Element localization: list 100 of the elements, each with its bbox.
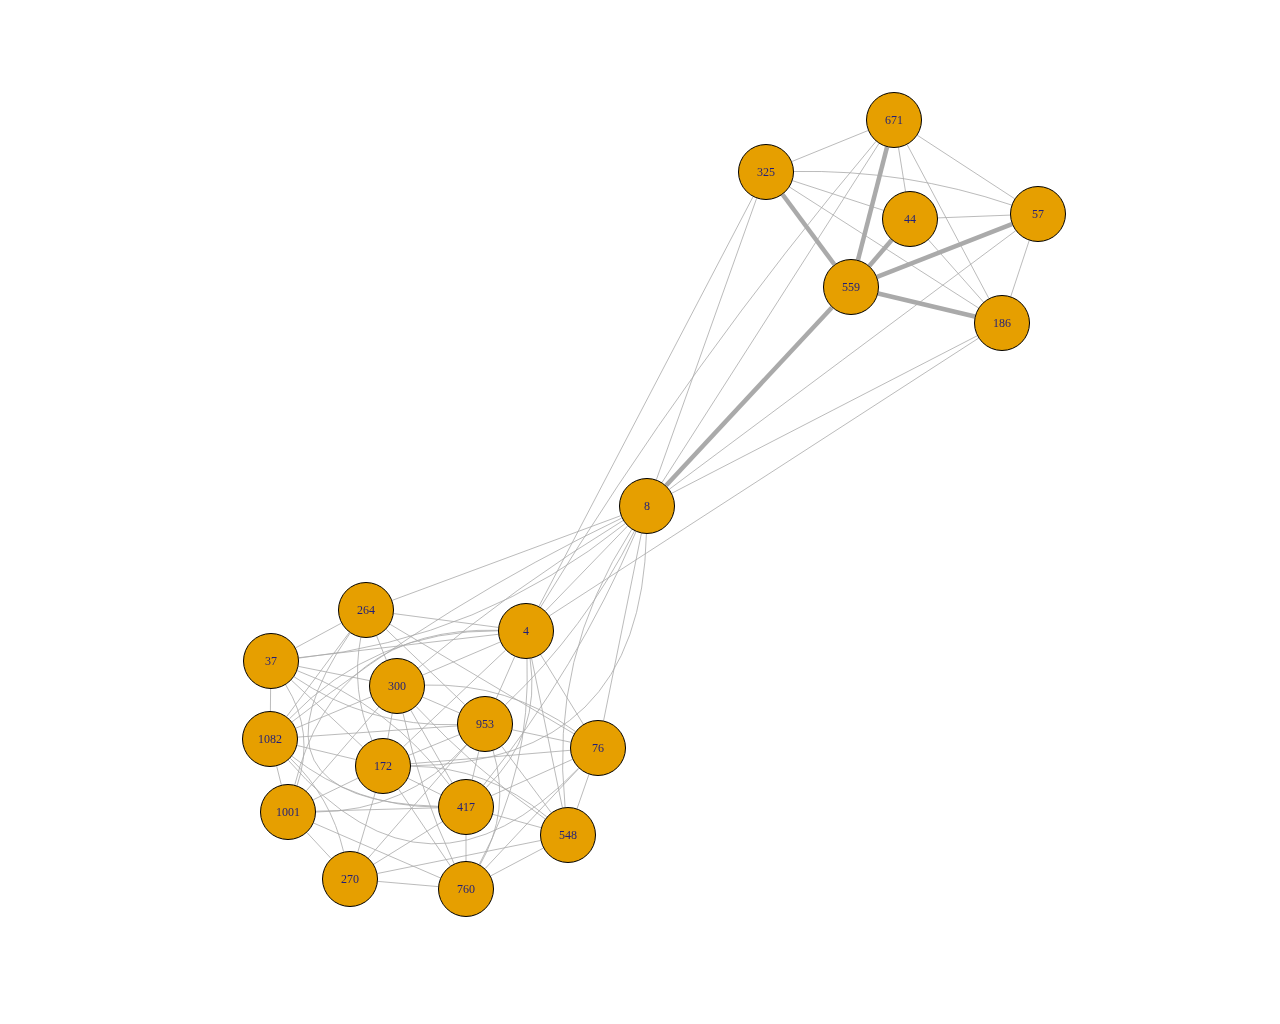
network-node bbox=[438, 779, 494, 835]
edge-line bbox=[791, 130, 869, 162]
edge-line bbox=[492, 814, 542, 828]
network-node bbox=[457, 696, 513, 752]
edge-line bbox=[793, 171, 1012, 206]
edge-line bbox=[877, 291, 976, 319]
edge-line bbox=[286, 632, 350, 717]
network-node bbox=[322, 851, 378, 907]
network-node bbox=[498, 603, 554, 659]
node-label: 953 bbox=[476, 716, 494, 732]
edge-line bbox=[410, 709, 453, 784]
edge-line bbox=[512, 729, 571, 743]
node-label: 186 bbox=[993, 315, 1011, 331]
edge-line bbox=[422, 696, 460, 714]
edge-line bbox=[471, 750, 480, 781]
node-label: 548 bbox=[559, 827, 577, 843]
edge-line bbox=[531, 658, 563, 808]
edge-line bbox=[479, 750, 501, 866]
edge-line bbox=[603, 533, 642, 721]
edge-line bbox=[483, 531, 637, 786]
node-label: 1082 bbox=[258, 731, 282, 747]
network-node bbox=[974, 295, 1030, 351]
node-label: 57 bbox=[1032, 206, 1044, 222]
network-node bbox=[738, 144, 794, 200]
edge-line bbox=[291, 755, 439, 808]
edge-line bbox=[669, 230, 1016, 490]
edge-line bbox=[403, 649, 506, 748]
node-label: 671 bbox=[885, 112, 903, 128]
edge-line bbox=[855, 146, 890, 261]
edge-line bbox=[495, 656, 516, 699]
edge-line bbox=[294, 629, 499, 786]
network-node bbox=[570, 720, 626, 776]
edge-line bbox=[357, 792, 376, 853]
edge-line bbox=[296, 745, 357, 760]
node-label: 172 bbox=[374, 758, 392, 774]
edge-line bbox=[357, 637, 373, 741]
edge-line bbox=[287, 759, 579, 845]
edge-line bbox=[276, 765, 282, 786]
network-node bbox=[823, 259, 879, 315]
edge-line bbox=[408, 734, 460, 756]
edge-line bbox=[576, 774, 590, 809]
edge-line bbox=[484, 768, 580, 869]
node-label: 270 bbox=[341, 871, 359, 887]
network-node bbox=[882, 191, 938, 247]
node-label: 300 bbox=[388, 678, 406, 694]
edge-line bbox=[410, 749, 571, 765]
edge-line bbox=[540, 141, 877, 608]
edge-line bbox=[293, 676, 458, 726]
edge-line bbox=[424, 684, 576, 732]
edge-line bbox=[928, 239, 984, 303]
network-node bbox=[355, 738, 411, 794]
edge-line bbox=[485, 658, 533, 788]
edge-line bbox=[389, 623, 575, 735]
edge-line bbox=[298, 666, 370, 681]
edge-line bbox=[385, 629, 466, 705]
edge-line bbox=[368, 744, 467, 859]
edge-line bbox=[917, 134, 1015, 200]
edge-line bbox=[671, 335, 978, 494]
edge-line bbox=[661, 143, 880, 483]
edge-line bbox=[937, 214, 1011, 219]
edge-line bbox=[540, 654, 584, 725]
edge-line bbox=[410, 533, 647, 767]
node-label: 264 bbox=[357, 602, 375, 618]
edge-line bbox=[391, 515, 622, 601]
network-node bbox=[369, 658, 425, 714]
edge-line bbox=[306, 832, 332, 859]
edge-line bbox=[298, 633, 499, 659]
edge-line bbox=[549, 337, 979, 617]
edge-line bbox=[285, 684, 305, 786]
edge-line bbox=[792, 180, 884, 211]
edge-line bbox=[291, 679, 363, 748]
edge-line bbox=[562, 529, 633, 808]
node-label: 37 bbox=[265, 653, 277, 669]
node-label: 559 bbox=[842, 279, 860, 295]
edge-line bbox=[312, 777, 359, 801]
edge-line bbox=[393, 613, 499, 628]
edge-line bbox=[377, 881, 439, 887]
node-label: 4 bbox=[523, 623, 529, 639]
edge-line bbox=[387, 713, 393, 739]
network-node bbox=[438, 861, 494, 917]
edge-line bbox=[780, 193, 837, 266]
edge-line bbox=[377, 840, 541, 874]
edge-line bbox=[465, 834, 467, 862]
edge-line bbox=[656, 198, 757, 480]
edge-line bbox=[898, 147, 906, 192]
edge-line bbox=[270, 688, 271, 712]
network-node bbox=[242, 711, 298, 767]
edge-line bbox=[315, 744, 467, 813]
edge-line bbox=[410, 765, 548, 818]
network-node bbox=[243, 633, 299, 689]
edge-line bbox=[789, 186, 979, 309]
edge-line bbox=[305, 706, 380, 792]
edge-line bbox=[315, 807, 439, 812]
edge-line bbox=[491, 759, 573, 796]
edge-line bbox=[295, 622, 342, 649]
edge-line bbox=[478, 658, 528, 865]
edge-line bbox=[538, 196, 754, 607]
edge-line bbox=[906, 144, 990, 299]
edge-line bbox=[313, 822, 441, 879]
network-node bbox=[338, 582, 394, 638]
